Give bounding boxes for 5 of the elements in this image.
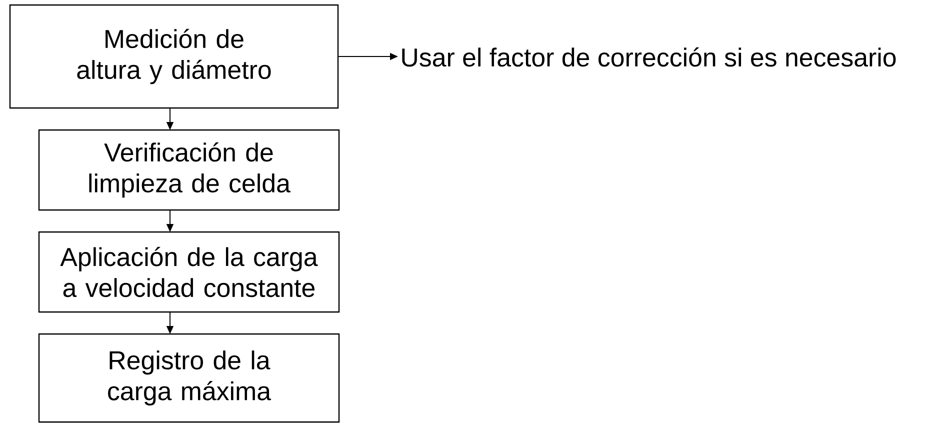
process-box: Aplicación de la carga a velocidad constante [38,231,340,313]
process-box: Medición de altura y diámetro [9,4,339,109]
note-text: Usar el factor de corrección si es necesario [402,47,896,67]
process-box: Registro de la carga máxima [38,333,340,423]
process-box: Verificación de limpieza de celda [38,129,340,211]
